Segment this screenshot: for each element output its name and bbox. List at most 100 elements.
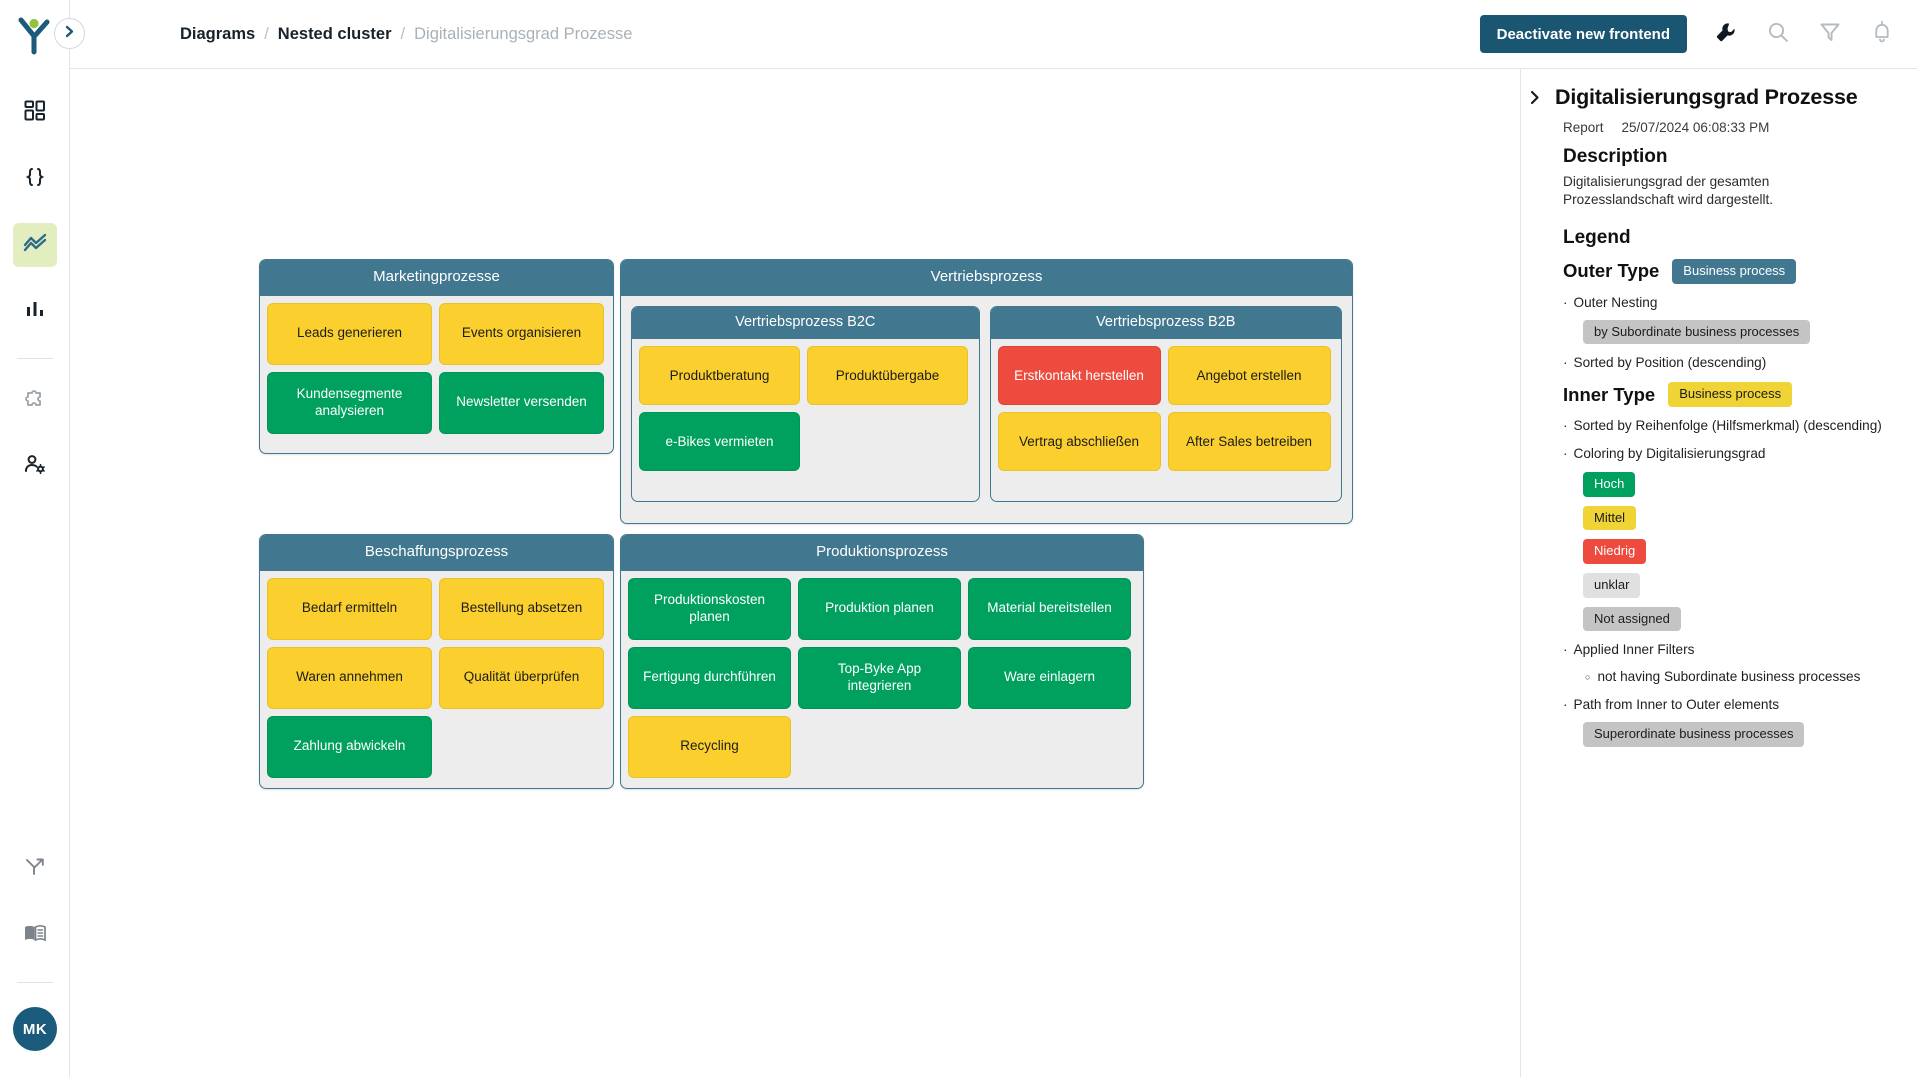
subcluster-title: Vertriebsprozess B2B	[990, 306, 1341, 340]
deactivate-new-frontend-button[interactable]: Deactivate new frontend	[1479, 15, 1687, 53]
cluster-title: Marketingprozesse	[260, 260, 613, 296]
subcluster-vertriebsprozess-b2c[interactable]: Vertriebsprozess B2C Produktberatung Pro…	[631, 305, 980, 502]
coloring-chip-niedrig: Niedrig	[1583, 539, 1647, 564]
process-node[interactable]: Kundensegmente analysieren	[267, 371, 432, 434]
process-node[interactable]: Produktberatung	[639, 346, 800, 406]
bell-icon	[1870, 20, 1894, 49]
coloring-chip-unklar: unklar	[1583, 572, 1641, 598]
filter-button[interactable]	[1817, 21, 1843, 47]
coloring-value-list: Hoch Mittel Niedrig unklar Not assigned	[1563, 472, 1897, 632]
book-icon	[23, 922, 47, 949]
details-panel-collapse-button[interactable]	[1521, 87, 1547, 113]
puzzle-piece-icon	[24, 387, 46, 414]
inner-type-chip: Business process	[1668, 382, 1793, 408]
process-node[interactable]: Angebot erstellen	[1167, 346, 1331, 406]
process-node[interactable]: Fertigung durchführen	[628, 646, 791, 709]
process-node[interactable]: Recycling	[628, 715, 791, 778]
filter-icon	[1818, 20, 1842, 49]
wrench-icon	[1714, 20, 1738, 49]
applied-filter-item: ○ not having Subordinate business proces…	[1563, 669, 1897, 686]
bullet-glyph: ·	[1563, 697, 1568, 713]
details-panel: Digitalisierungsgrad Prozesse Report 25/…	[1520, 69, 1917, 1077]
details-panel-body: Report 25/07/2024 06:08:33 PM Descriptio…	[1521, 120, 1897, 747]
outer-nesting-bullet: · Outer Nesting	[1563, 295, 1897, 312]
process-node[interactable]: Produktion planen	[798, 577, 961, 640]
coloring-chip-not-assigned: Not assigned	[1583, 606, 1681, 632]
chevron-right-icon	[1527, 90, 1542, 110]
coloring-label: Coloring by Digitalisierungsgrad	[1573, 446, 1766, 462]
outer-nesting-label: Outer Nesting	[1573, 294, 1658, 310]
process-node[interactable]: Leads generieren	[267, 302, 432, 365]
bar-chart-icon	[24, 298, 46, 325]
process-node[interactable]: Waren annehmen	[267, 646, 432, 709]
process-node[interactable]: After Sales betreiben	[1167, 412, 1331, 472]
main-column: Diagrams / Nested cluster / Digitalisier…	[54, 0, 1917, 1077]
process-node[interactable]: Erstkontakt herstellen	[997, 346, 1161, 406]
details-panel-header: Digitalisierungsgrad Prozesse	[1521, 85, 1897, 113]
outer-type-row: Outer Type Business process	[1563, 259, 1897, 284]
process-node[interactable]: Vertrag abschließen	[997, 412, 1161, 472]
subbullet-glyph: ○	[1585, 672, 1591, 683]
process-node[interactable]: Qualität überprüfen	[439, 646, 604, 709]
breadcrumb-item-nested-cluster[interactable]: Nested cluster	[277, 24, 392, 43]
process-node[interactable]: Newsletter versenden	[439, 371, 604, 434]
breadcrumb-item-current: Digitalisierungsgrad Prozesse	[414, 24, 633, 43]
process-node[interactable]: Zahlung abwickeln	[267, 715, 432, 778]
app-logo[interactable]	[11, 12, 59, 60]
analytics-line-icon	[23, 232, 47, 259]
breadcrumb-item-diagrams[interactable]: Diagrams	[180, 24, 256, 43]
outer-nesting-chip-row: by Subordinate business processes	[1563, 319, 1897, 345]
cluster-vertriebsprozess[interactable]: Vertriebsprozess Vertriebsprozess B2C Pr…	[620, 259, 1353, 524]
rail-divider	[16, 358, 53, 359]
cluster-title: Produktionsprozess	[621, 535, 1143, 571]
sidebar-item-share[interactable]	[13, 847, 57, 891]
bullet-glyph: ·	[1563, 355, 1568, 371]
sidebar-item-user-settings[interactable]	[13, 444, 57, 488]
cluster-title: Vertriebsprozess	[621, 260, 1352, 296]
wrench-tool-button[interactable]	[1713, 21, 1739, 47]
sidebar-item-code[interactable]	[13, 157, 57, 201]
share-branch-icon	[24, 856, 46, 883]
cluster-produktionsprozess[interactable]: Produktionsprozess Produktionskosten pla…	[620, 534, 1144, 789]
process-node[interactable]: Bestellung absetzen	[439, 577, 604, 640]
cluster-marketingprozesse[interactable]: Marketingprozesse Leads generieren Event…	[259, 259, 614, 454]
description-text: Digitalisierungsgrad der gesamten Prozes…	[1563, 174, 1774, 208]
top-bar-actions: Deactivate new frontend	[1479, 15, 1895, 53]
sidebar-collapse-button[interactable]	[54, 18, 85, 49]
path-chip-row: Superordinate business processes	[1563, 722, 1897, 747]
meta-type: Report	[1563, 120, 1604, 135]
process-node[interactable]: Material bereitstellen	[968, 577, 1131, 640]
breadcrumb: Diagrams / Nested cluster / Digitalisier…	[180, 25, 632, 44]
diagram-canvas[interactable]: Marketingprozesse Leads generieren Event…	[70, 69, 1520, 1077]
process-node[interactable]: Bedarf ermitteln	[267, 577, 432, 640]
chevron-right-icon	[63, 25, 76, 43]
process-node[interactable]: Ware einlagern	[968, 646, 1131, 709]
process-node[interactable]: e-Bikes vermieten	[639, 412, 800, 472]
meta-timestamp: 25/07/2024 06:08:33 PM	[1621, 120, 1770, 135]
sidebar-item-diagrams[interactable]	[12, 223, 57, 267]
process-node[interactable]: Events organisieren	[439, 302, 604, 365]
bullet-glyph: ·	[1563, 642, 1568, 658]
process-node[interactable]: Produktionskosten planen	[628, 577, 791, 640]
search-button[interactable]	[1765, 21, 1791, 47]
inner-sorted-label: Sorted by Reihenfolge (Hilfsmerkmal) (de…	[1573, 418, 1882, 434]
subcluster-title: Vertriebsprozess B2C	[632, 306, 979, 340]
sidebar-item-reports[interactable]	[13, 289, 57, 333]
path-label: Path from Inner to Outer elements	[1573, 697, 1780, 713]
user-settings-icon	[24, 453, 46, 480]
rail-divider-bottom	[17, 982, 53, 983]
sidebar-item-documentation[interactable]	[13, 913, 57, 957]
sidebar-item-plugins[interactable]	[13, 378, 57, 422]
outer-type-label: Outer Type	[1563, 260, 1660, 282]
process-node[interactable]: Produktübergabe	[807, 346, 968, 406]
sidebar-item-dashboard[interactable]	[13, 91, 57, 135]
avatar[interactable]: MK	[13, 1007, 57, 1051]
process-node[interactable]: Top-Byke App integrieren	[798, 646, 961, 709]
notifications-button[interactable]	[1869, 20, 1895, 49]
outer-sorted-label: Sorted by Position (descending)	[1573, 355, 1767, 371]
path-chip: Superordinate business processes	[1583, 722, 1805, 747]
subcluster-vertriebsprozess-b2b[interactable]: Vertriebsprozess B2B Erstkontakt herstel…	[989, 305, 1342, 502]
body-row: Marketingprozesse Leads generieren Event…	[70, 69, 1917, 1077]
cluster-beschaffungsprozess[interactable]: Beschaffungsprozess Bedarf ermitteln Bes…	[259, 534, 614, 789]
